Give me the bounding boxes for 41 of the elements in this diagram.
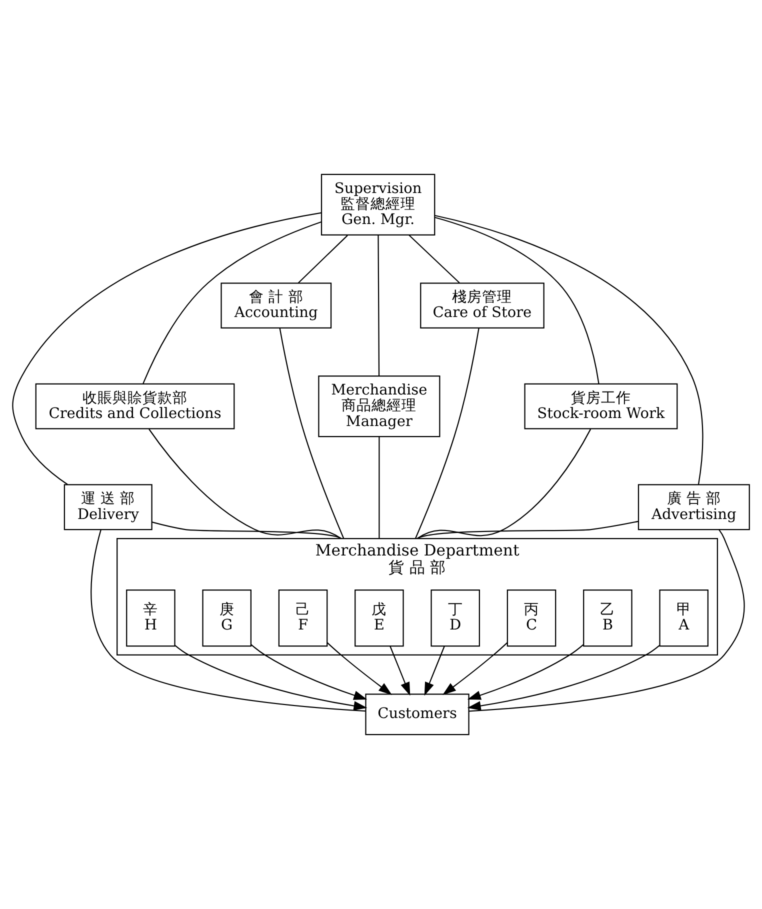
connector — [298, 235, 348, 284]
arrow — [250, 644, 368, 700]
arrow — [326, 642, 392, 695]
node-box: 己 F — [278, 589, 328, 647]
node-box: 甲 A — [659, 589, 708, 647]
connector — [408, 234, 460, 284]
node-box: 會 計 部 Accounting — [220, 282, 332, 328]
arrow — [390, 646, 410, 696]
node-box: 貨房工作 Stock-room Work — [524, 383, 678, 430]
connector — [434, 214, 704, 485]
connector — [90, 529, 366, 712]
node-box: Merchandise 商品總經理 Manager — [318, 376, 440, 438]
node-box: 丁 D — [430, 589, 480, 647]
connector — [142, 221, 322, 384]
arrow — [424, 646, 445, 696]
node-box: 棧房管理 Care of Store — [420, 282, 544, 328]
connector — [417, 428, 592, 539]
connector — [378, 235, 380, 376]
arrow — [174, 644, 368, 710]
connector — [468, 529, 745, 712]
arrow — [467, 644, 660, 710]
node-box: 乙 B — [583, 589, 632, 647]
connector — [279, 328, 344, 539]
connector — [414, 328, 480, 539]
node-box: 庚 G — [202, 589, 252, 647]
connector — [148, 428, 342, 539]
node-box: 戊 E — [354, 589, 404, 647]
node-box: 廣 告 部 Advertising — [638, 484, 750, 530]
arrow — [442, 642, 508, 695]
node-box: 運 送 部 Delivery — [64, 484, 152, 530]
node-box: 丙 C — [506, 589, 556, 647]
connector — [417, 520, 638, 540]
node-box: 收賬與賒貨款部 Credits and Collections — [35, 383, 235, 430]
connector — [378, 436, 380, 538]
connector — [152, 522, 342, 540]
connector — [12, 212, 322, 485]
node-box: Customers — [365, 694, 470, 736]
arrow — [467, 644, 584, 700]
connector — [434, 216, 600, 384]
node-box: Supervision 監督總經理 Gen. Mgr. — [320, 174, 436, 236]
node-box: 辛 H — [126, 589, 176, 647]
